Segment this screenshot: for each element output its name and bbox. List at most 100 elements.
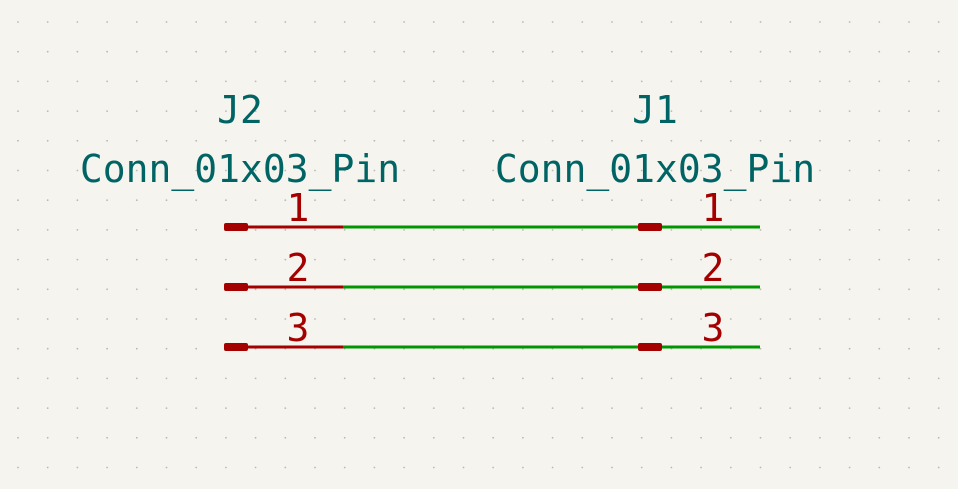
grid-dot: [492, 199, 495, 202]
component-j2[interactable]: J2 Conn_01x03_Pin 1 2 3: [80, 88, 400, 351]
grid-dot: [225, 50, 227, 53]
grid-dot: [551, 377, 554, 380]
grid-dot: [373, 466, 376, 469]
grid-dot: [700, 169, 702, 172]
grid-dot: [284, 80, 287, 83]
grid-dot: [581, 50, 584, 53]
component-j2-pin-3[interactable]: 3: [224, 306, 343, 351]
grid-dot: [819, 318, 821, 320]
grid-dot: [135, 80, 138, 83]
grid-dot: [640, 80, 643, 83]
grid-dot: [729, 407, 732, 409]
grid-dot: [670, 21, 673, 23]
grid-dot: [106, 80, 108, 83]
component-j2-pin-1-body: [224, 223, 248, 231]
grid-dot: [225, 169, 227, 172]
grid-dot: [819, 229, 821, 231]
grid-dot: [462, 466, 465, 469]
grid-dot: [551, 436, 554, 439]
grid-dot: [165, 347, 168, 350]
grid-dot: [759, 199, 762, 202]
grid-dot: [729, 318, 732, 320]
grid-dot: [670, 258, 673, 261]
grid-dot: [878, 199, 881, 202]
grid-dot: [46, 139, 49, 142]
grid-dot: [373, 110, 376, 112]
grid-dot: [611, 139, 613, 142]
component-j1-pin-3-number: 3: [702, 306, 725, 350]
grid-dot: [848, 436, 851, 439]
grid-dot: [284, 139, 287, 142]
grid-dot: [135, 318, 138, 320]
grid-dot: [729, 199, 732, 202]
grid-dot: [46, 199, 49, 202]
grid-dot: [611, 318, 613, 320]
grid-dot: [700, 258, 702, 261]
component-j2-pin-2[interactable]: 2: [224, 246, 343, 291]
grid-dot: [106, 110, 108, 112]
grid-dot: [432, 288, 435, 291]
grid-dot: [848, 288, 851, 291]
grid-dot: [670, 50, 673, 53]
grid-dot: [284, 288, 287, 291]
grid-dot: [908, 347, 910, 350]
grid-dot: [819, 139, 821, 142]
grid-dot: [581, 199, 584, 202]
grid-dot: [76, 50, 79, 53]
grid-dot: [670, 80, 673, 83]
grid-dot: [551, 258, 554, 261]
component-j1-value: Conn_01x03_Pin: [495, 147, 815, 192]
grid-dot: [700, 139, 702, 142]
component-j1-pin-3[interactable]: 3: [638, 306, 724, 351]
grid-dot: [462, 139, 465, 142]
grid-dot: [432, 199, 435, 202]
grid-dot: [135, 288, 138, 291]
grid-dot: [878, 229, 881, 231]
grid-dot: [76, 288, 79, 291]
grid-dot: [165, 288, 168, 291]
grid-dot: [640, 21, 643, 23]
grid-dot: [17, 318, 19, 320]
grid-dot: [581, 229, 584, 231]
grid-dot: [432, 139, 435, 142]
grid-dot: [225, 258, 227, 261]
grid-dot: [908, 110, 910, 112]
grid-dot: [581, 80, 584, 83]
grid-dot: [878, 407, 881, 409]
grid-dot: [759, 50, 762, 53]
grid-dot: [729, 110, 732, 112]
grid-dot: [759, 21, 762, 23]
grid-dot: [729, 80, 732, 83]
grid-dot: [611, 110, 613, 112]
grid-dot: [46, 80, 49, 83]
grid-dot: [254, 407, 257, 409]
grid-dot: [254, 50, 257, 53]
grid-dot: [700, 21, 702, 23]
grid-dot: [729, 169, 732, 172]
grid-dot: [492, 21, 495, 23]
grid-dot: [343, 229, 346, 231]
grid-dot: [492, 139, 495, 142]
component-j2-value: Conn_01x03_Pin: [80, 147, 400, 192]
grid-dot: [135, 347, 138, 350]
grid-dot: [195, 407, 198, 409]
component-j1[interactable]: J1 Conn_01x03_Pin 1 2 3: [495, 88, 815, 351]
grid-dot: [432, 169, 435, 172]
grid-dot: [700, 436, 702, 439]
grid-dot: [373, 318, 376, 320]
grid-dot: [343, 377, 346, 380]
grid-dot: [106, 318, 108, 320]
component-j1-pin-1[interactable]: 1: [638, 186, 724, 231]
grid-dot: [195, 377, 198, 380]
grid-dot: [611, 466, 613, 469]
component-j1-pin-2[interactable]: 2: [638, 246, 724, 291]
component-j2-pin-1[interactable]: 1: [224, 186, 343, 231]
grid-dot: [462, 318, 465, 320]
grid-dot: [937, 258, 940, 261]
grid-dot: [135, 21, 138, 23]
grid-dot: [432, 377, 435, 380]
grid-dot: [225, 377, 227, 380]
grid-dot: [878, 436, 881, 439]
grid-dot: [670, 407, 673, 409]
